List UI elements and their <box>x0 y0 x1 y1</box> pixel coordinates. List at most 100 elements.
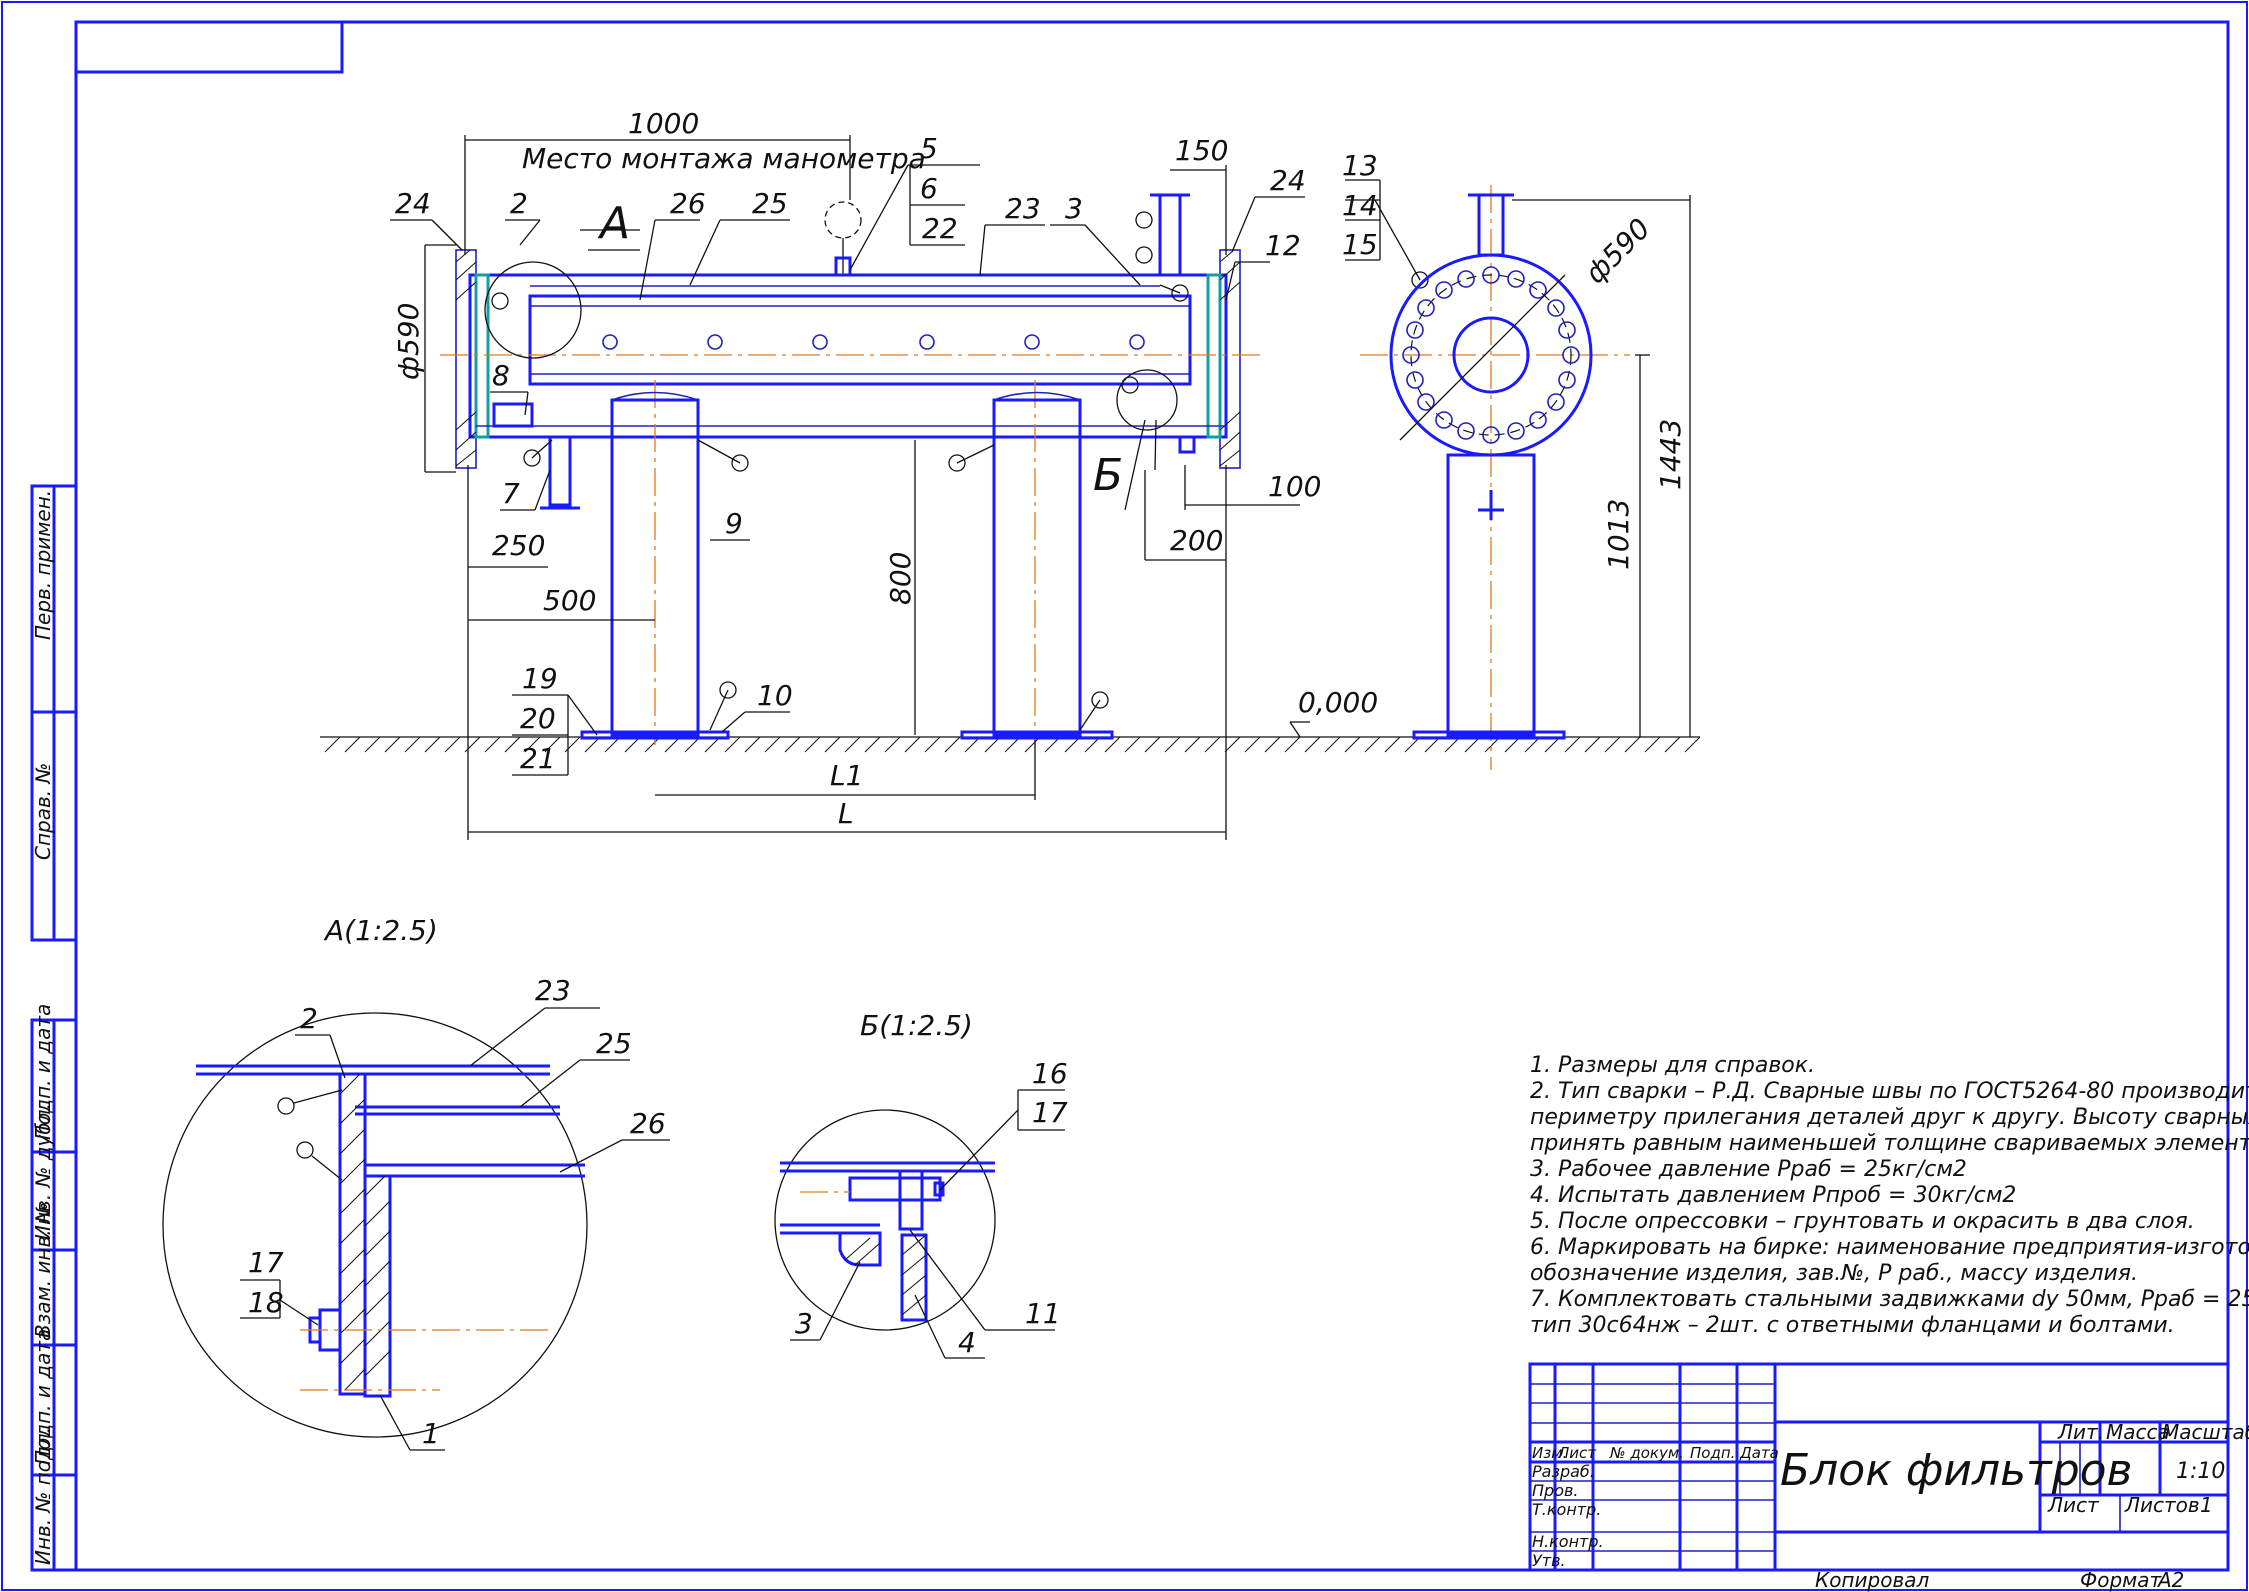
col-doc-no: № докум. <box>1609 1444 1684 1462</box>
detail-a-callout-23: 23 <box>535 974 571 1007</box>
dim-590-left: ф590 <box>392 303 425 380</box>
title-block: Лит. Масса Масштаб 1:10 Лист Листов 1 Бл… <box>1528 1362 2249 1592</box>
detail-a: А(1:2.5) 23 2 25 26 <box>162 914 670 1451</box>
detail-b-callout-16: 16 <box>1032 1057 1068 1090</box>
side-stamp-column: Перв. примен. Справ. № Подп. и дата Инв.… <box>30 484 78 1572</box>
sheets-label: Листов <box>2124 1493 2200 1517</box>
role-norm-control: Н.контр. <box>1532 1532 1604 1551</box>
dim-500: 500 <box>543 584 596 617</box>
header-mass: Масса <box>2106 1420 2170 1444</box>
sheets-count: 1 <box>2200 1493 2213 1517</box>
note-line-3: периметру прилегания деталей друг к друг… <box>1530 1105 2249 1130</box>
view-mark-a: А <box>597 198 630 249</box>
callout-7: 7 <box>502 477 520 510</box>
main-front-view: 1000 Место монтажа манометра 150 ф590 25… <box>320 107 1701 840</box>
support-leg-left <box>610 398 700 737</box>
callout-8: 8 <box>492 359 510 392</box>
dim-1000: 1000 <box>628 107 699 140</box>
dim-100: 100 <box>1268 470 1321 503</box>
note-line-7: 5. После опрессовки – грунтовать и окрас… <box>1530 1209 2195 1234</box>
role-tech-control: Т.контр. <box>1532 1500 1601 1519</box>
callout-10: 10 <box>757 679 793 712</box>
stamp-sign-date-1: Подп. и дата <box>31 1004 55 1140</box>
dim-250: 250 <box>492 529 545 562</box>
header-scale: Масштаб <box>2162 1420 2249 1444</box>
callout-13: 13 <box>1342 149 1378 182</box>
col-date: Дата <box>1739 1444 1779 1462</box>
callout-24-right: 24 <box>1270 164 1306 197</box>
scale-value: 1:10 <box>2176 1459 2225 1484</box>
vessel-shell <box>468 273 1228 439</box>
callout-5: 5 <box>920 132 938 165</box>
stamp-sign-date-2: Подп. и дата <box>31 1329 55 1465</box>
stamp-ref-no: Справ. № <box>31 763 55 860</box>
role-approved: Утв. <box>1532 1551 1566 1570</box>
callout-19: 19 <box>522 662 558 695</box>
support-leg-right <box>992 398 1082 737</box>
callout-20: 20 <box>520 702 556 735</box>
top-left-stamp <box>74 20 344 74</box>
detail-b-title: Б(1:2.5) <box>860 1009 973 1042</box>
side-view: ф590 1013 1443 13 14 15 <box>1342 149 1691 740</box>
callout-9: 9 <box>725 507 743 540</box>
callout-25: 25 <box>752 187 788 220</box>
manometer-label: Место монтажа манометра <box>522 142 926 175</box>
stamp-orig-inv: Инв. № подл. <box>31 1427 55 1565</box>
note-line-4: принять равным наименьшей толщине сварив… <box>1530 1131 2249 1156</box>
dim-590-side: ф590 <box>1579 212 1657 290</box>
detail-a-callout-2: 2 <box>300 1002 318 1035</box>
dim-1443: 1443 <box>1654 419 1687 490</box>
detail-b-callout-11: 11 <box>1025 1297 1061 1330</box>
detail-b: Б(1:2.5) 16 17 3 4 11 <box>774 1009 1068 1359</box>
note-line-5: 3. Рабочее давление Pраб = 25кг/см2 <box>1530 1157 1967 1182</box>
callout-15: 15 <box>1342 228 1378 261</box>
dim-800: 800 <box>884 552 917 605</box>
detail-b-callout-17: 17 <box>1032 1096 1068 1129</box>
note-line-6: 4. Испытать давлением Pпроб = 30кг/см2 <box>1530 1183 2016 1208</box>
detail-a-callout-26: 26 <box>630 1107 666 1140</box>
note-line-1: 1. Размеры для справок. <box>1530 1053 1815 1078</box>
callout-2: 2 <box>510 187 528 220</box>
note-line-2: 2. Тип сварки – Р.Д. Сварные швы по ГОСТ… <box>1530 1079 2249 1104</box>
detail-a-callout-18: 18 <box>248 1286 284 1319</box>
dim-200: 200 <box>1170 524 1223 557</box>
callout-12: 12 <box>1265 229 1301 262</box>
detail-b-callout-3: 3 <box>795 1307 813 1340</box>
callout-21: 21 <box>520 742 556 775</box>
note-line-9: обозначение изделия, зав.№, P раб., масс… <box>1530 1261 2138 1286</box>
format-label: Формат <box>2080 1568 2162 1592</box>
dim-L: L <box>838 797 854 830</box>
col-list: Лист <box>1557 1444 1597 1462</box>
technical-notes: 1. Размеры для справок. 2. Тип сварки – … <box>1530 1053 2249 1338</box>
detail-a-callout-25: 25 <box>596 1027 632 1060</box>
callout-23: 23 <box>1005 192 1041 225</box>
callout-6: 6 <box>920 172 938 205</box>
note-line-8: 6. Маркировать на бирке: наименование пр… <box>1530 1235 2249 1260</box>
note-line-11: тип 30с64нж – 2шт. с ответными фланцами … <box>1530 1313 2175 1338</box>
dim-150: 150 <box>1175 134 1228 167</box>
col-izm: Изм. <box>1532 1444 1567 1462</box>
format-value: A2 <box>2156 1568 2184 1592</box>
level-label: 0,000 <box>1298 686 1378 719</box>
stamp-dup-inv: Инв. № дубл. <box>31 1103 55 1240</box>
col-sign: Подп. <box>1690 1444 1735 1462</box>
detail-a-callout-17: 17 <box>248 1246 284 1279</box>
sheet-label: Лист <box>2047 1493 2100 1517</box>
detail-a-title: А(1:2.5) <box>323 914 438 947</box>
stamp-first-use: Перв. примен. <box>31 490 55 640</box>
note-line-10: 7. Комплектовать стальными задвижками dy… <box>1530 1287 2249 1312</box>
header-lit: Лит. <box>2057 1420 2104 1444</box>
callout-3: 3 <box>1065 192 1083 225</box>
view-mark-b: Б <box>1093 450 1123 501</box>
role-developer: Разраб. <box>1532 1462 1595 1481</box>
dim-L1: L1 <box>830 759 863 792</box>
detail-a-callout-1: 1 <box>422 1417 440 1450</box>
detail-b-callout-4: 4 <box>958 1326 976 1359</box>
dim-1013: 1013 <box>1602 499 1635 570</box>
callout-22: 22 <box>922 212 958 245</box>
copied-label: Копировал <box>1815 1568 1929 1592</box>
role-checker: Пров. <box>1532 1481 1579 1500</box>
stamp-replace-inv: Взам. инв. № <box>31 1202 55 1338</box>
